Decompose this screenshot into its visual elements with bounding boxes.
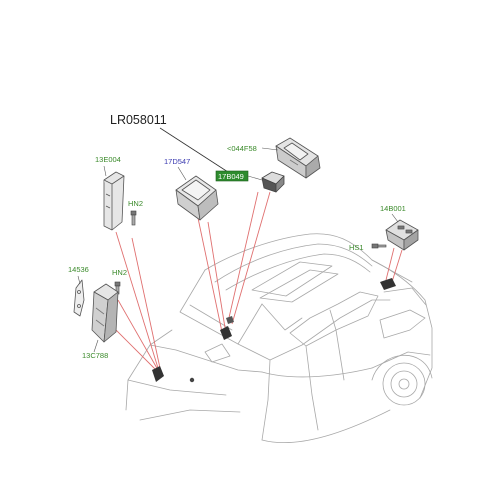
mounted-component-front: [152, 366, 195, 383]
label-17d547: 17D547: [164, 157, 190, 166]
part-13e004-bracket: [103, 171, 125, 231]
label-17b049: 17B049: [218, 172, 244, 181]
label-leader-13e004: [103, 165, 107, 177]
label-hn2-upper: HN2: [128, 199, 143, 208]
leader-lines: [111, 191, 403, 371]
label-hn2-lower: HN2: [112, 268, 127, 277]
part-number: LR058011: [110, 113, 167, 127]
label-14536: 14536: [68, 265, 89, 274]
part-17d547-module: [175, 175, 219, 221]
label-leader-14536: [77, 275, 81, 285]
label-hs1: HS1: [349, 243, 364, 252]
vehicle-outline: [125, 233, 433, 444]
part-14536-bracket: [73, 279, 85, 317]
label-044f58: <044F58: [227, 144, 257, 153]
label-leader-13c788: [93, 339, 99, 353]
mounted-component-windscreen: [220, 316, 234, 340]
part-044f58-housing: [275, 137, 321, 179]
part-17b049-sensor: [261, 171, 285, 193]
screw-hs1-icon: [371, 243, 387, 249]
mounted-component-rear: [380, 278, 396, 290]
part-13c788-module: [91, 283, 119, 343]
label-leader-17b049: [247, 175, 263, 181]
label-leader-14b001: [391, 213, 399, 223]
label-13e004: 13E004: [95, 155, 121, 164]
label-leader-17d547: [177, 166, 187, 181]
label-13c788: 13C788: [82, 351, 108, 360]
screw-hn2-upper-icon: [130, 210, 137, 226]
label-14b001: 14B001: [380, 204, 406, 213]
part-14b001-module: [385, 219, 419, 251]
callout-line: [159, 127, 229, 173]
label-leader-044f58: [261, 147, 279, 151]
